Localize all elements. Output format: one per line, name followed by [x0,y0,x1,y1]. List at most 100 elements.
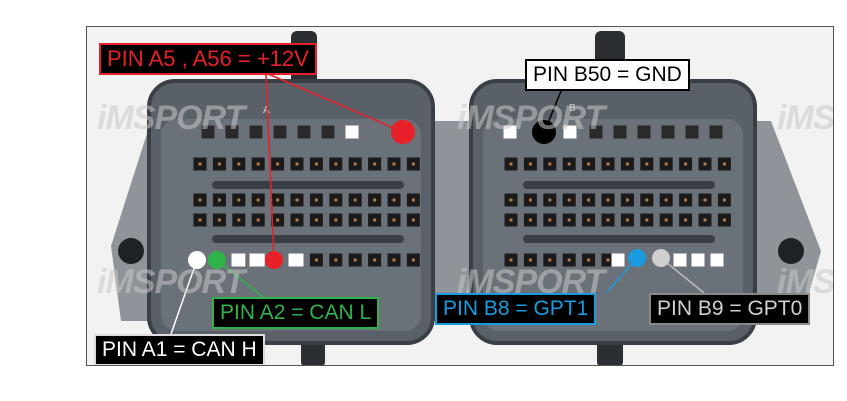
pin-contact [217,218,221,222]
pin-markers [170,72,705,335]
pin-contact [567,198,571,202]
label-can-h-pin: PIN A1 = CAN H [94,334,265,365]
pin-a1-marker [188,251,206,269]
pin-contact [625,198,629,202]
mount-hole-left [118,238,144,264]
pin-contact [528,258,532,262]
pin-b9-marker [652,249,670,267]
pin-contact [314,198,318,202]
pin-contact [606,218,610,222]
pin-contact [664,162,668,166]
pin-contact [703,218,707,222]
pin-contact [645,218,649,222]
pin-contact [606,162,610,166]
pin-a5-marker [265,251,283,269]
pin-contact [703,198,707,202]
pin-contact [353,162,357,166]
pin-contact [373,162,377,166]
connector-a-letter: A [263,105,270,116]
pin-contact [664,198,668,202]
pin-contact [722,162,726,166]
pin-contact [411,162,415,166]
pin-contact [276,198,280,202]
pin-contact [217,198,221,202]
pin-contact [567,162,571,166]
pin [691,253,705,267]
pin-contact [295,162,299,166]
pin [710,253,724,267]
pin [613,125,627,139]
pin-grid [193,125,731,267]
pin [611,253,625,267]
pin-contact [237,198,241,202]
pin-contact [606,258,610,262]
pin [661,125,675,139]
pin-contact [392,162,396,166]
pin-contact [587,218,591,222]
pin-contact [722,218,726,222]
pin-a2-marker [208,251,226,269]
label-can-l-pin: PIN A2 = CAN L [212,297,380,329]
pin-contact [334,258,338,262]
pin-contact [353,258,357,262]
pin-contact [587,198,591,202]
pin [201,125,215,139]
pin-contact [567,218,571,222]
pin-contact [684,198,688,202]
pin-strip [523,235,715,243]
connector-b-letter: B [569,103,576,114]
watermark: iMSPORT [97,263,245,301]
pin-strip [212,235,404,243]
pin-strip [212,181,404,189]
pin-contact [411,258,415,262]
pin-contact [334,218,338,222]
pin-contact [703,162,707,166]
pin-contact [276,218,280,222]
pin-contact [411,198,415,202]
pin-contact [684,218,688,222]
pin-contact [392,198,396,202]
pin-contact [664,218,668,222]
pin-b8-marker [628,249,646,267]
pin-contact [237,218,241,222]
pin [225,125,239,139]
pin-b50-marker [532,120,556,144]
pin-contact [256,218,260,222]
pin-contact [509,162,513,166]
pin-contact [373,218,377,222]
leader-line-power-a56 [265,72,404,133]
pin [709,125,723,139]
pin-contact [334,162,338,166]
pin [503,125,517,139]
pin-contact [548,218,552,222]
pin-strip [523,181,715,189]
pin [249,253,263,267]
leader-line-can-l [216,259,264,298]
pin-contact [373,258,377,262]
pin-contact [548,258,552,262]
leader-line-can-h [170,259,198,335]
pin-contact [353,198,357,202]
pin [297,125,311,139]
pin-contact [625,162,629,166]
pin-contact [276,162,280,166]
pin-contact [353,218,357,222]
watermark: iMSPORT [457,99,605,137]
pin-contact [509,258,513,262]
pin-contact [198,218,202,222]
pin-contact [237,162,241,166]
label-ground-pin: PIN B50 = GND [525,59,690,91]
pin [249,125,263,139]
leader-line-gpt0 [660,257,705,294]
pin [231,253,245,267]
pin [673,253,687,267]
watermark: iMSPORT [777,99,834,137]
pin-contact [295,198,299,202]
pin-contact [334,198,338,202]
pin-contact [645,162,649,166]
pin-contact [548,162,552,166]
pin-contact [528,218,532,222]
pin-contact [198,198,202,202]
pin-contact [373,198,377,202]
pin-contact [567,258,571,262]
